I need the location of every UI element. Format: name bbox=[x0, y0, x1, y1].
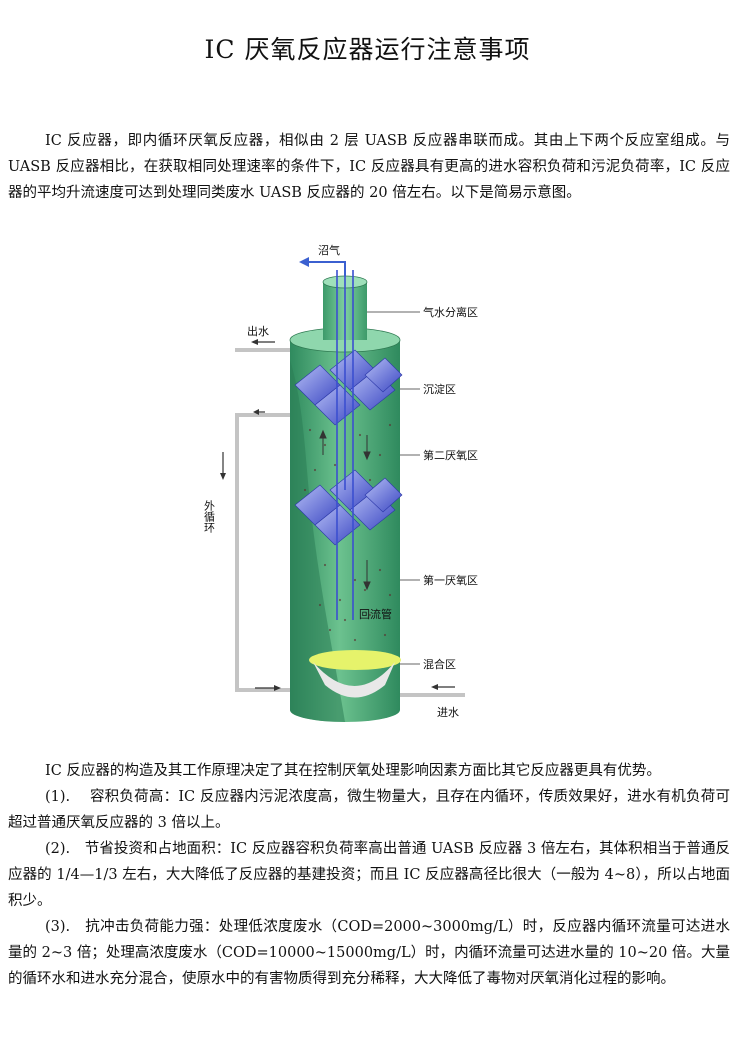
label-inlet: 进水 bbox=[437, 706, 459, 719]
label-return-pipe: 回流管 bbox=[359, 607, 392, 621]
body-paragraph-volume-load: (1). 容积负荷高：IC 反应器内污泥浓度高，微生物量大，且存在内循环，传质效… bbox=[8, 789, 730, 831]
page-title: IC 厌氧反应器运行注意事项 bbox=[204, 35, 531, 64]
label-first-anaerobic: 第一厌氧区 bbox=[423, 573, 478, 587]
sludge-particles bbox=[303, 423, 392, 642]
body-paragraph-investment: (2). 节省投资和占地面积：IC 反应器容积负荷率高出普通 UASB 反应器 … bbox=[8, 841, 730, 909]
riser-pipes bbox=[336, 270, 354, 620]
label-settling: 沉淀区 bbox=[423, 382, 456, 396]
label-gas-water-separation: 气水分离区 bbox=[423, 305, 478, 319]
label-biogas: 沼气 bbox=[318, 243, 340, 257]
inlet-pipe bbox=[400, 684, 465, 697]
label-outlet: 出水 bbox=[247, 324, 269, 338]
biogas-arrow bbox=[299, 257, 346, 276]
leader-lines bbox=[367, 311, 420, 665]
body-paragraph-shock-load: (3). 抗冲击负荷能力强：处理低浓度废水（COD=2000~3000mg/L）… bbox=[8, 919, 730, 987]
label-mixing: 混合区 bbox=[423, 657, 456, 671]
mixing-zone bbox=[309, 650, 401, 698]
external-circulation-pipe bbox=[220, 409, 290, 692]
body-paragraph-advantages: IC 反应器的构造及其工作原理决定了其在控制厌氧处理影响因素方面比其它反应器更具… bbox=[45, 763, 661, 779]
ic-reactor-diagram: 沼气 气水分离区 出水 沉淀区 第二厌氧区 外循环 第一厌氧区 回流管 混合区 … bbox=[203, 243, 478, 722]
intro-paragraph: IC 反应器，即内循环厌氧反应器，相似由 2 层 UASB 反应器串联而成。其由… bbox=[8, 133, 730, 201]
outlet-pipe bbox=[235, 339, 290, 352]
label-external-circulation: 外循环 bbox=[203, 500, 216, 533]
body-text: IC 反应器的构造及其工作原理决定了其在控制厌氧处理影响因素方面比其它反应器更具… bbox=[8, 758, 730, 992]
internal-flow-arrows bbox=[319, 429, 371, 591]
label-second-anaerobic: 第二厌氧区 bbox=[423, 448, 478, 462]
